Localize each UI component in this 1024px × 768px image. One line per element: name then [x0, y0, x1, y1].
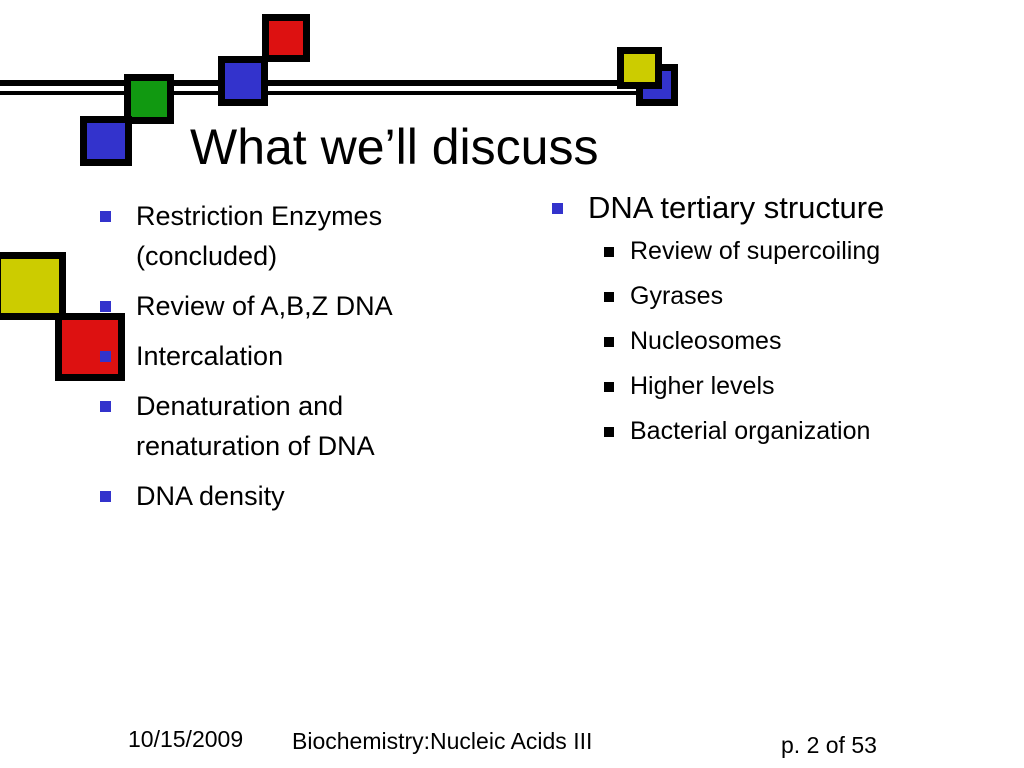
footer-page-number: p. 2 of 53 [781, 732, 877, 758]
list-item: DNA density [98, 476, 488, 516]
bullet-square-icon [100, 211, 111, 222]
left-bullet-list: Restriction Enzymes (concluded) Review o… [98, 196, 488, 526]
bullet-square-icon [604, 292, 614, 302]
decorative-line-bottom [0, 91, 670, 95]
sub-list-item: Nucleosomes [602, 324, 1020, 358]
list-item: Review of A,B,Z DNA [98, 286, 488, 326]
bullet-square-icon [100, 351, 111, 362]
list-item: Intercalation [98, 336, 488, 376]
sub-list-item: Review of supercoiling [602, 234, 1020, 268]
right-bullet-list: DNA tertiary structure Review of superco… [550, 188, 1020, 459]
decorative-square-blue-top [218, 56, 268, 106]
decorative-square-yellow-right [617, 47, 662, 89]
decorative-square-yellow-left [0, 252, 66, 320]
bullet-square-icon [100, 301, 111, 312]
footer-date: 10/15/2009 [128, 726, 244, 752]
list-item-heading: DNA tertiary structure Review of superco… [550, 188, 1020, 448]
decorative-square-blue-left [80, 116, 132, 166]
decorative-square-red-left [55, 313, 125, 381]
bullet-square-icon [604, 427, 614, 437]
bullet-square-icon [552, 203, 563, 214]
footer-course: Biochemistry:Nucleic Acids III [292, 728, 593, 754]
sub-bullet-list: Review of supercoiling Gyrases Nucleosom… [588, 234, 1020, 448]
list-item: Restriction Enzymes (concluded) [98, 196, 488, 276]
bullet-square-icon [604, 382, 614, 392]
bullet-square-icon [604, 337, 614, 347]
slide-title: What we’ll discuss [190, 119, 599, 175]
sub-list-item: Higher levels [602, 369, 1020, 403]
bullet-square-icon [100, 401, 111, 412]
decorative-line-top [0, 80, 670, 86]
right-heading: DNA tertiary structure [588, 190, 885, 225]
decorative-square-red-top [262, 14, 310, 62]
bullet-square-icon [100, 491, 111, 502]
sub-list-item: Gyrases [602, 279, 1020, 313]
sub-list-item: Bacterial organization [602, 414, 1020, 448]
list-item: Denaturation and renaturation of DNA [98, 386, 488, 466]
decorative-square-green [124, 74, 174, 124]
bullet-square-icon [604, 247, 614, 257]
